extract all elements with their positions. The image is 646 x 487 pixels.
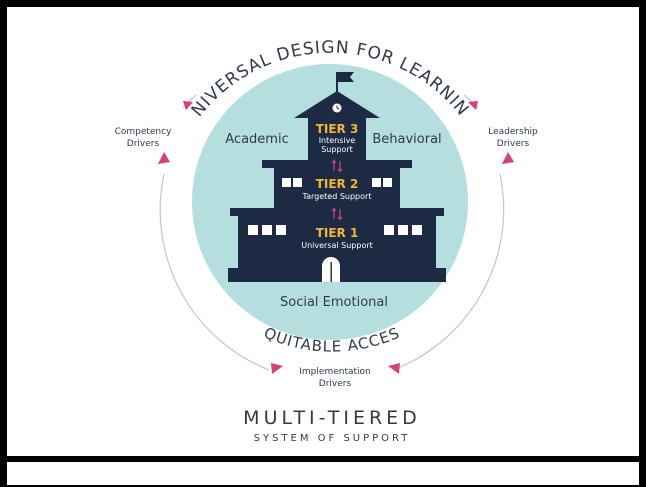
frame-border-top bbox=[0, 0, 646, 7]
window bbox=[293, 178, 302, 187]
tier2-windows bbox=[282, 178, 392, 187]
clock-hands bbox=[336, 105, 340, 110]
frame-border-right bbox=[639, 0, 646, 487]
tier1-windows bbox=[248, 225, 422, 235]
tier2-subtitle: Targeted Support bbox=[302, 192, 372, 201]
heading-multi-tiered: MULTI-TIERED bbox=[243, 407, 421, 429]
tier2-title: TIER 2 bbox=[316, 177, 359, 191]
ring-arc-upper-left bbox=[182, 94, 197, 109]
leadership-drivers-line2: Drivers bbox=[497, 139, 530, 149]
tier1-title: TIER 1 bbox=[316, 226, 359, 240]
window bbox=[398, 225, 408, 235]
down-arrow-icon bbox=[337, 161, 343, 173]
flag-pole bbox=[336, 72, 338, 92]
ring-arc-right bbox=[397, 173, 505, 369]
window bbox=[384, 225, 394, 235]
up-arrow-icon bbox=[331, 159, 337, 171]
implementation-drivers-line2: Drivers bbox=[319, 379, 352, 389]
tier3-subtitle-line1: Intensive bbox=[319, 136, 356, 145]
tier3-subtitle-line2: Support bbox=[321, 145, 353, 154]
window bbox=[383, 178, 392, 187]
tier1-subtitle: Universal Support bbox=[301, 241, 373, 250]
window bbox=[412, 225, 422, 235]
domain-academic: Academic bbox=[225, 132, 288, 147]
window bbox=[282, 178, 291, 187]
ring-arc-left bbox=[159, 173, 270, 371]
frame-border-left bbox=[0, 0, 7, 487]
window bbox=[372, 178, 381, 187]
tier2-cornice bbox=[262, 160, 412, 168]
flag bbox=[338, 72, 354, 82]
domain-behavioral: Behavioral bbox=[372, 132, 441, 147]
arrowhead-right bbox=[502, 152, 514, 164]
arrowhead-left bbox=[158, 152, 170, 164]
frame-border-bottom bbox=[0, 485, 646, 487]
down-arrow-icon bbox=[337, 209, 343, 221]
arrowhead-top-left bbox=[183, 101, 193, 110]
outer-ring bbox=[159, 94, 505, 371]
domain-social-emotional: Social Emotional bbox=[280, 295, 388, 310]
door bbox=[322, 257, 340, 282]
arrowhead-bottom-left bbox=[271, 363, 283, 374]
arrowhead-bottom-right bbox=[388, 363, 400, 374]
ring-arc-upper-right bbox=[463, 94, 479, 109]
window bbox=[276, 225, 286, 235]
heading-system-of-support: SYSTEM OF SUPPORT bbox=[254, 433, 411, 444]
ring-arrows bbox=[158, 101, 514, 374]
tier3-tower bbox=[308, 113, 366, 161]
up-arrow-icon bbox=[331, 207, 337, 219]
implementation-drivers-line1: Implementation bbox=[299, 367, 370, 377]
window bbox=[248, 225, 258, 235]
tier-connector-arrows bbox=[331, 159, 343, 221]
tier2-block bbox=[274, 166, 400, 210]
frame-divider bbox=[0, 456, 646, 462]
competency-drivers-line2: Drivers bbox=[127, 139, 160, 149]
leadership-drivers-line1: Leadership bbox=[488, 127, 538, 137]
tier3-title: TIER 3 bbox=[316, 122, 359, 136]
arrowhead-top-right bbox=[468, 101, 478, 110]
window bbox=[262, 225, 272, 235]
competency-drivers-line1: Competency bbox=[115, 127, 173, 137]
tier1-cornice bbox=[230, 208, 444, 216]
